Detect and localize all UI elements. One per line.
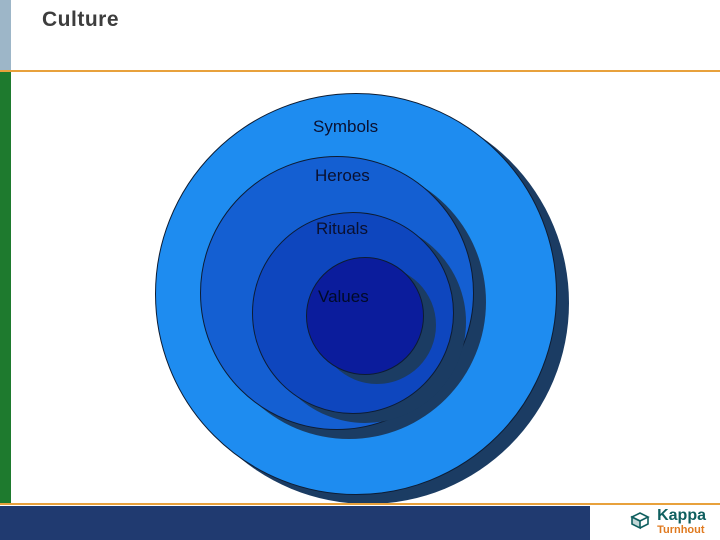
ring-label-heroes: Heroes bbox=[315, 166, 370, 185]
ring-label-values: Values bbox=[318, 287, 369, 306]
kappa-box-icon bbox=[629, 509, 651, 536]
logo-name: Kappa bbox=[657, 507, 706, 524]
ring-label-rituals: Rituals bbox=[316, 219, 368, 238]
page-title: Culture bbox=[42, 8, 119, 31]
logo-subtitle: Turnhout bbox=[657, 523, 705, 536]
footer-bar bbox=[0, 506, 590, 540]
ring-label-symbols: Symbols bbox=[313, 117, 379, 136]
top-left-accent-bar bbox=[0, 0, 11, 70]
left-accent-bar bbox=[0, 72, 11, 503]
circle-values bbox=[306, 257, 424, 375]
footer-divider bbox=[0, 503, 720, 505]
kappa-logo: Kappa Turnhout bbox=[629, 507, 706, 536]
header-divider bbox=[0, 70, 720, 72]
